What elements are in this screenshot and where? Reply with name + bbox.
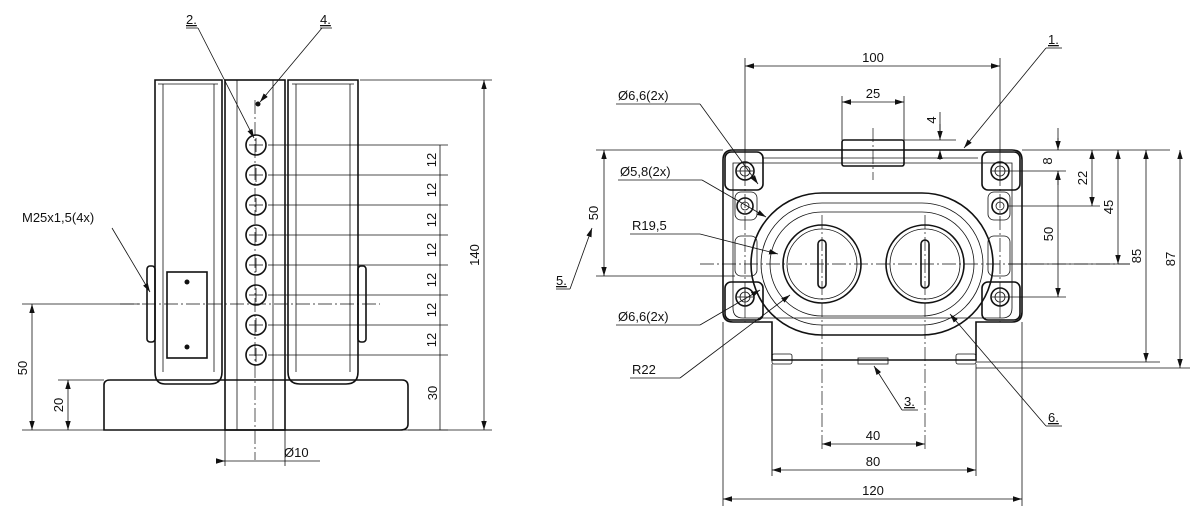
dim-20: 20: [51, 398, 66, 412]
nameplate: [166, 271, 208, 359]
signal-hole: [245, 224, 267, 246]
dim-45: 45: [1101, 200, 1116, 214]
dim-dia10: Ø10: [284, 445, 309, 460]
callout-3: 3.: [904, 394, 915, 409]
label-dia66-bottom: Ø6,6(2x): [618, 309, 669, 324]
dim-87: 87: [1163, 252, 1178, 266]
dim-50-right: 50: [1041, 227, 1056, 241]
signal-hole: [245, 194, 267, 216]
dim-4: 4: [924, 116, 939, 123]
switch-body-outline: [722, 149, 1023, 361]
left-base-plate: [103, 379, 409, 431]
dim-22: 22: [1075, 171, 1090, 185]
dim-100: 100: [862, 50, 884, 65]
marker-dot: [255, 101, 261, 107]
pitch-label: 12: [424, 303, 439, 317]
dim-40: 40: [866, 428, 880, 443]
left-housing: [154, 79, 223, 385]
signal-hole: [245, 284, 267, 306]
pitch-label: 12: [424, 333, 439, 347]
pitch-label: 12: [424, 183, 439, 197]
cover-stadium-outer: [750, 192, 994, 336]
callout-1: 1.: [1048, 32, 1059, 47]
right-housing: [287, 79, 359, 385]
callout-6: 6.: [1048, 410, 1059, 425]
dim-30-left: 30: [425, 386, 440, 400]
label-dia66-top: Ø6,6(2x): [618, 88, 669, 103]
thread-label: M25x1,5(4x): [22, 210, 94, 225]
callout-2: 2.: [186, 12, 197, 27]
left-view: 12 12 12 12 12 12 12 30 140 50 20 Ø10 M25x1,5(…: [15, 12, 492, 466]
dim-25: 25: [866, 86, 880, 101]
callout-5: 5.: [556, 273, 567, 288]
corner-ear-bl: [724, 281, 764, 321]
dim-8: 8: [1040, 157, 1055, 164]
dim-50-left: 50: [15, 361, 30, 375]
dim-85: 85: [1129, 249, 1144, 263]
dim-120: 120: [862, 483, 884, 498]
hole-row: [245, 134, 267, 366]
pitch-label: 12: [424, 243, 439, 257]
pitch-label: 12: [424, 153, 439, 167]
signal-hole: [245, 344, 267, 366]
label-r195: R19,5: [632, 218, 667, 233]
label-r22: R22: [632, 362, 656, 377]
signal-hole: [245, 164, 267, 186]
pitch-label: 12: [424, 213, 439, 227]
dim-50-left-rv: 50: [586, 206, 601, 220]
signal-hole: [245, 314, 267, 336]
signal-hole: [245, 134, 267, 156]
pitch-label: 12: [424, 273, 439, 287]
callout-4: 4.: [320, 12, 331, 27]
dim-140: 140: [467, 244, 482, 266]
label-dia58: Ø5,8(2x): [620, 164, 671, 179]
dim-80: 80: [866, 454, 880, 469]
corner-ear-tl: [724, 151, 764, 191]
signal-hole: [245, 254, 267, 276]
right-view: 100 25 4 8 22 45 50 85: [556, 32, 1190, 506]
